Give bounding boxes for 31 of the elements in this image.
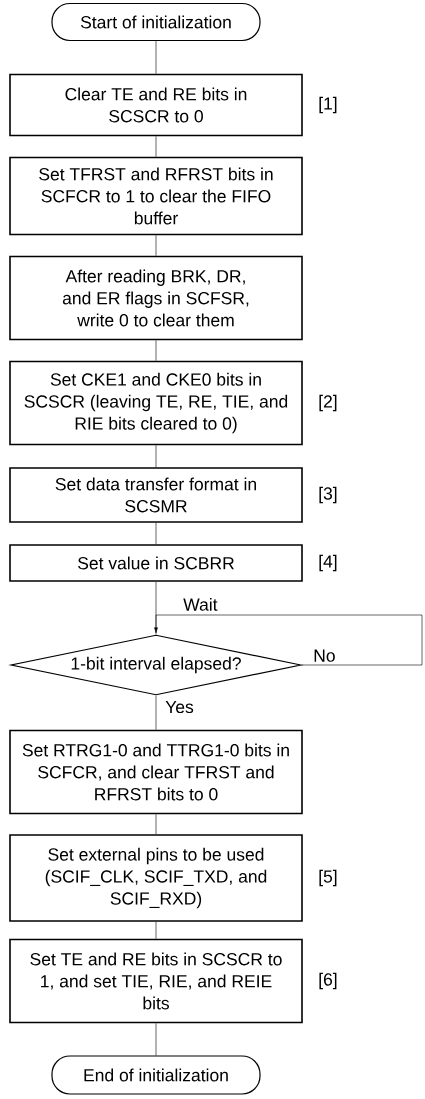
connector-line	[155, 814, 157, 835]
process-box: Clear TE and RE bits in SCSCR to 0	[9, 73, 303, 137]
process-box: Set CKE1 and CKE0 bits in SCSCR (leaving TE, RE, TIE, and RIE bits cleared to 0)	[9, 360, 303, 446]
step-number: [3]	[319, 486, 337, 504]
process-box: After reading BRK, DR, and ER flags in SCFSR, write 0 to clear them	[9, 255, 303, 341]
loop-label: Wait	[183, 597, 218, 611]
step-number: [6]	[319, 972, 337, 990]
connector-line	[155, 1023, 157, 1056]
process-box: Set external pins to be used (SCIF_CLK, SCIF_TXD, and SCIF_RXD)	[9, 834, 303, 922]
connector-line	[155, 340, 157, 361]
step-number: [2]	[319, 394, 337, 412]
process-box: Set value in SCBRR	[9, 544, 303, 582]
edge-label: No	[312, 648, 337, 663]
process-box: Set data transfer format in SCSMR	[9, 467, 303, 523]
step-number: [4]	[319, 554, 337, 572]
connector-line	[155, 921, 157, 939]
process-box: Set TE and RE bits in SCSCR to 1, and set TIE, RIE, and REIE bits	[9, 938, 303, 1024]
loop-arrow	[154, 614, 423, 666]
connector-line	[155, 235, 157, 256]
process-box: Set RTRG1-0 and TTRG1-0 bits in SCFCR, and clear TFRST and RFRST bits to 0	[9, 729, 303, 815]
step-number: [1]	[319, 96, 337, 114]
connector-line	[155, 522, 157, 545]
connector-line	[155, 695, 157, 730]
connector-line	[155, 445, 157, 468]
connector-line	[155, 40, 157, 74]
step-number: [5]	[319, 869, 337, 887]
terminal-box: End of initialization	[51, 1055, 261, 1095]
edge-label: Yes	[164, 699, 195, 715]
connector-line	[155, 136, 157, 157]
process-box: Set TFRST and RFRST bits in SCFCR to 1 to clear the FIFO buffer	[9, 156, 303, 236]
terminal-box: Start of initialization	[51, 2, 261, 42]
